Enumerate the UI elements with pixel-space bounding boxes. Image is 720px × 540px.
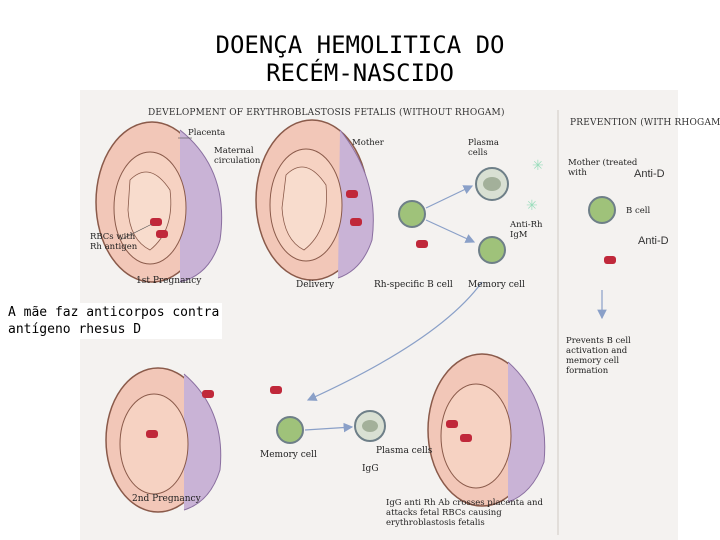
label-first-pregnancy: 1st Pregnancy [136, 276, 202, 286]
header-without-rhogam: DEVELOPMENT OF ERYTHROBLASTOSIS FETALIS … [148, 108, 505, 118]
diagram-drawing: ✳ ✳ [95, 110, 616, 535]
anti-d-label-1: Anti-D [634, 168, 665, 180]
label-plasma-cells-bottom: Plasma cells [376, 446, 433, 456]
womb-delivery [255, 119, 374, 281]
anti-d-label-2: Anti-D [638, 235, 669, 247]
label-second-pregnancy: 2nd Pregnancy [132, 494, 201, 504]
womb-second-pregnancy [105, 367, 222, 513]
svg-text:✳: ✳ [526, 198, 538, 214]
womb-second-pregnancy-attack [427, 353, 546, 507]
label-memory-cell-bottom: Memory cell [260, 450, 317, 460]
label-placenta: Placenta [188, 128, 226, 138]
svg-text:✳: ✳ [532, 158, 544, 174]
cells-prevention [588, 196, 616, 320]
caption-text: A mãe faz anticorpos contra antígeno rhe… [6, 303, 222, 339]
label-plasma-cells-top: Plasma cells [468, 138, 499, 158]
label-delivery: Delivery [296, 280, 335, 290]
label-mother-treated: Mother (treated with [568, 158, 638, 178]
label-memory-cell-top: Memory cell [468, 280, 525, 290]
page-title-line-1: DOENÇA HEMOLITICA DO [215, 31, 505, 59]
page-title-line-2: RECÉM-NASCIDO [266, 59, 454, 87]
label-prevents: Prevents B cell activation and memory ce… [566, 336, 631, 376]
label-rbcs-rh-antigen: RBCs with Rh antigen [90, 232, 138, 252]
diagram-figure: ✳ ✳ [80, 90, 720, 540]
cells-top: ✳ ✳ [398, 158, 544, 264]
label-mother: Mother [352, 138, 384, 148]
label-igg: IgG [362, 464, 379, 474]
label-maternal-circulation: Maternal circulation [214, 146, 261, 166]
label-anti-rh-igm: Anti-Rh IgM [510, 220, 543, 240]
label-b-cell: B cell [626, 206, 651, 216]
cells-bottom [270, 386, 386, 444]
header-with-rhogam: PREVENTION (WITH RHOGAM) [570, 118, 720, 128]
label-igg-crosses-placenta: IgG anti Rh Ab crosses placenta and atta… [386, 498, 543, 528]
womb-first-pregnancy [95, 121, 223, 283]
label-rh-specific-b-cell: Rh-specific B cell [374, 280, 453, 290]
